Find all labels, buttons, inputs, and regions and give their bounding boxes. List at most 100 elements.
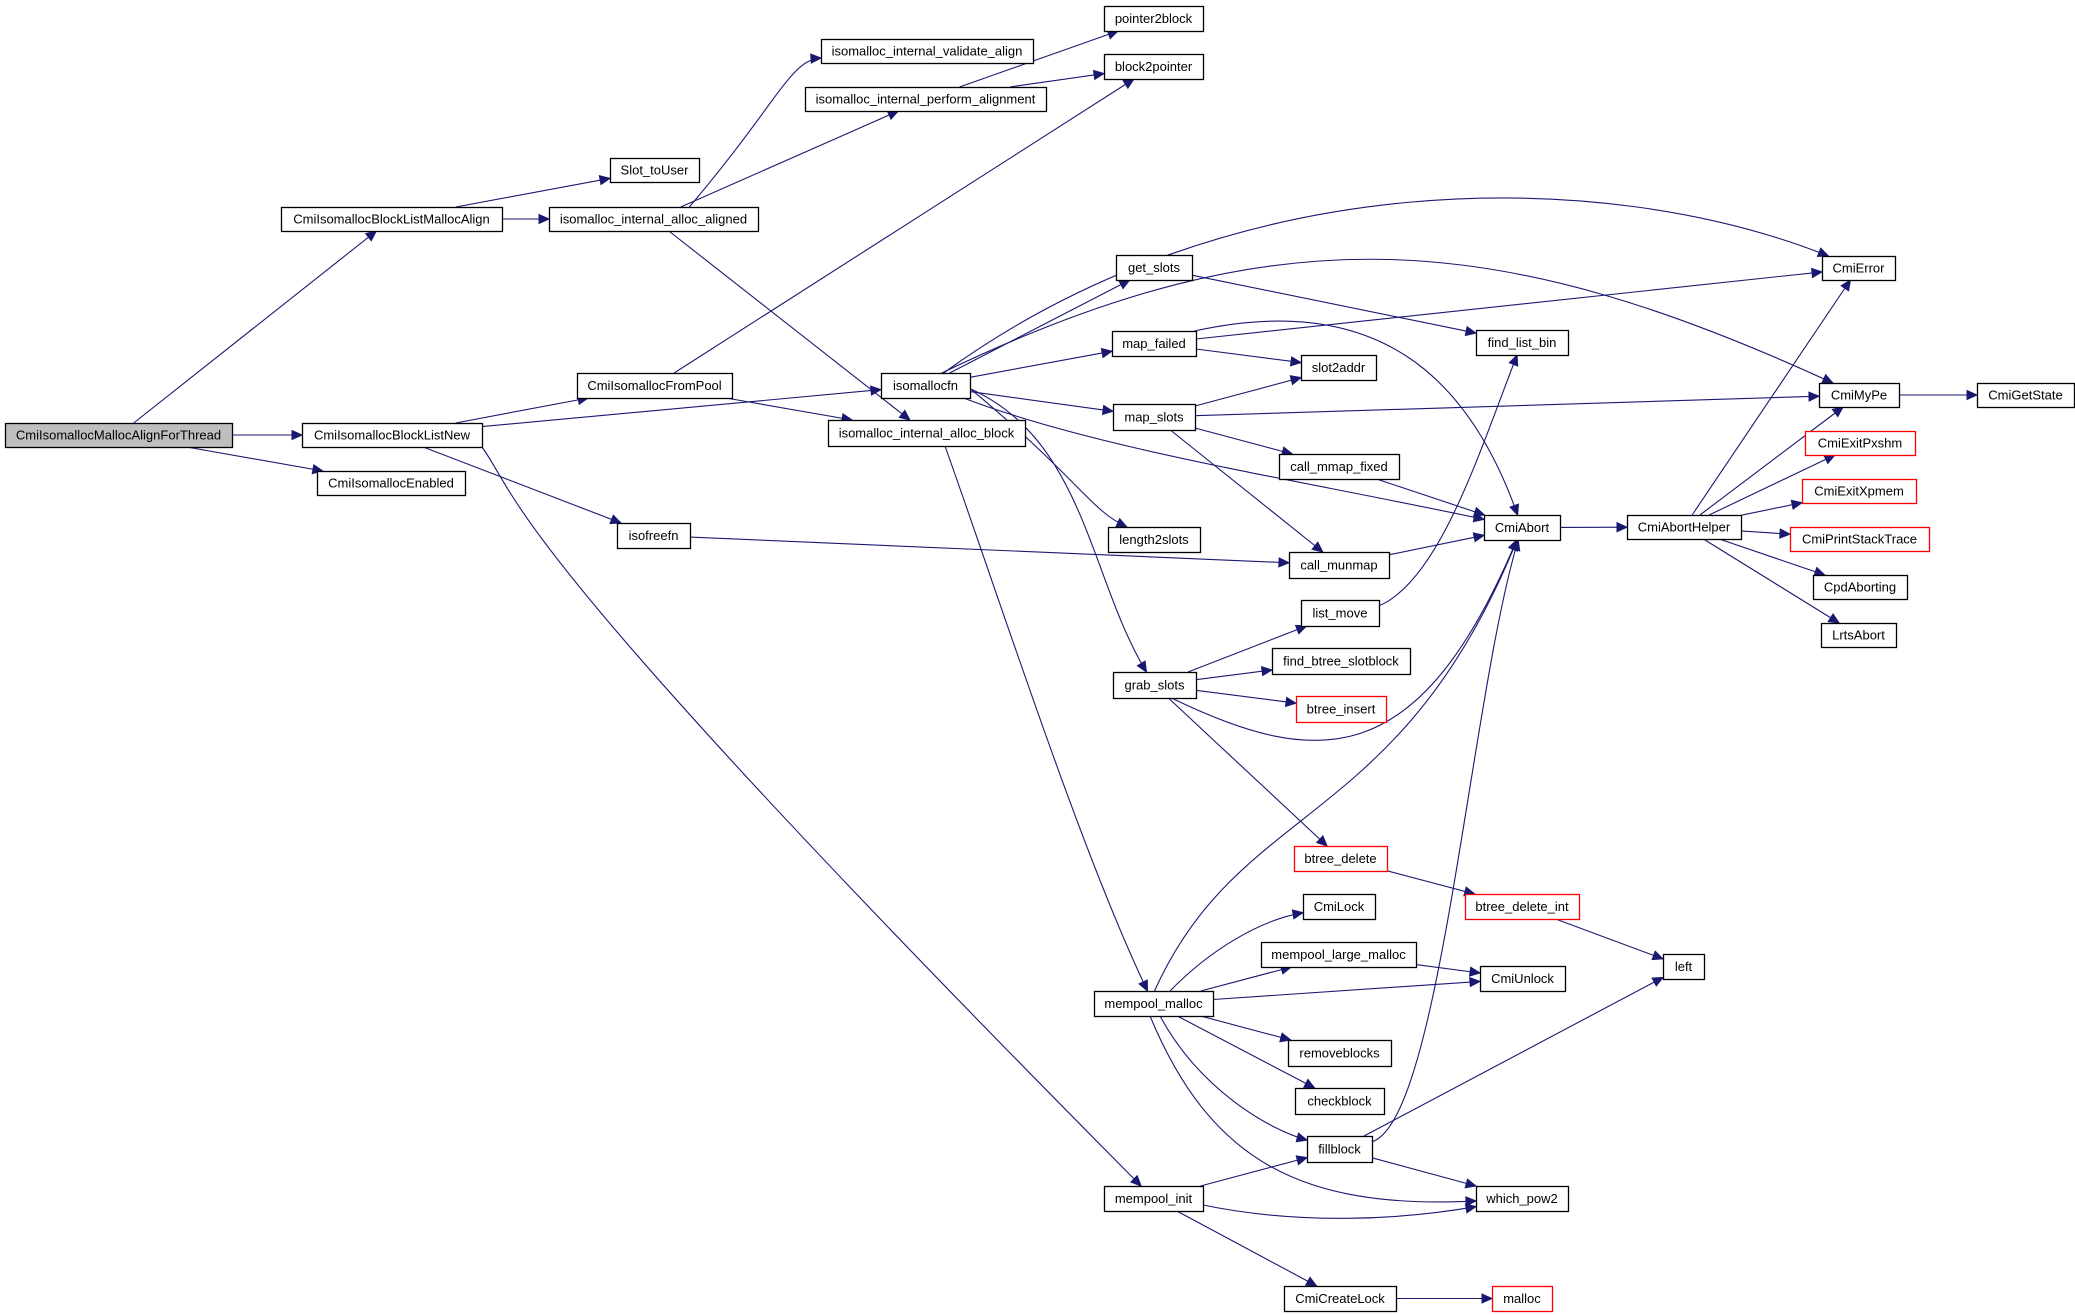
node-frompool[interactable]: CmiIsomallocFromPool bbox=[576, 372, 734, 400]
node-cmicreatelock[interactable]: CmiCreateLock bbox=[1283, 1285, 1398, 1313]
node-box[interactable] bbox=[1475, 1185, 1570, 1213]
node-box[interactable] bbox=[827, 419, 1027, 448]
node-isomallocfn[interactable]: isomallocfn bbox=[880, 372, 972, 400]
node-box[interactable] bbox=[280, 206, 504, 233]
node-blmalign[interactable]: CmiIsomallocBlockListMallocAlign bbox=[280, 206, 504, 233]
node-mempool-malloc[interactable]: mempool_malloc bbox=[1093, 990, 1215, 1018]
node-box[interactable] bbox=[548, 206, 760, 233]
node-length2slots[interactable]: length2slots bbox=[1107, 526, 1202, 554]
node-box[interactable] bbox=[1103, 53, 1205, 81]
node-box[interactable] bbox=[1283, 1285, 1398, 1313]
node-cmierror[interactable]: CmiError bbox=[1821, 255, 1897, 282]
node-validate-align[interactable]: isomalloc_internal_validate_align bbox=[820, 38, 1035, 65]
node-box[interactable] bbox=[4, 422, 234, 449]
node-lrtsabort[interactable]: LrtsAbort bbox=[1820, 622, 1898, 649]
node-box[interactable] bbox=[1271, 647, 1412, 676]
node-alloc-aligned[interactable]: isomalloc_internal_alloc_aligned bbox=[548, 206, 760, 233]
node-box[interactable] bbox=[1801, 478, 1918, 505]
node-enabled[interactable]: CmiIsomallocEnabled bbox=[316, 470, 467, 497]
node-checkblock[interactable]: checkblock bbox=[1294, 1087, 1386, 1116]
node-list-move[interactable]: list_move bbox=[1300, 599, 1381, 628]
node-printstack[interactable]: CmiPrintStackTrace bbox=[1789, 526, 1931, 553]
node-mempool-init[interactable]: mempool_init bbox=[1103, 1185, 1205, 1213]
node-slot2addr[interactable]: slot2addr bbox=[1300, 354, 1378, 382]
node-btree-delete[interactable]: btree_delete bbox=[1293, 845, 1389, 873]
node-box[interactable] bbox=[1278, 453, 1401, 481]
node-call-munmap[interactable]: call_munmap bbox=[1288, 551, 1391, 580]
node-fillblock[interactable]: fillblock bbox=[1306, 1135, 1374, 1164]
node-get-slots[interactable]: get_slots bbox=[1115, 254, 1194, 282]
node-btree-delete-int[interactable]: btree_delete_int bbox=[1464, 893, 1581, 921]
node-box[interactable] bbox=[880, 372, 972, 400]
node-find-list-bin[interactable]: find_list_bin bbox=[1475, 329, 1570, 357]
node-box[interactable] bbox=[301, 422, 484, 449]
node-map-slots[interactable]: map_slots bbox=[1112, 403, 1197, 432]
node-box[interactable] bbox=[1976, 382, 2075, 409]
node-exitxpmem[interactable]: CmiExitXpmem bbox=[1801, 478, 1918, 505]
node-cpdaborting[interactable]: CpdAborting bbox=[1812, 574, 1909, 601]
node-cmimype[interactable]: CmiMyPe bbox=[1818, 382, 1901, 409]
node-box[interactable] bbox=[1295, 695, 1388, 724]
node-box[interactable] bbox=[1483, 514, 1562, 542]
node-box[interactable] bbox=[1103, 1185, 1205, 1213]
node-box[interactable] bbox=[1491, 1285, 1554, 1313]
node-pointer2block[interactable]: pointer2block bbox=[1103, 5, 1205, 33]
node-perform-alignment[interactable]: isomalloc_internal_perform_alignment bbox=[804, 86, 1048, 113]
node-alloc-block[interactable]: isomalloc_internal_alloc_block bbox=[827, 419, 1027, 448]
node-box[interactable] bbox=[1464, 893, 1581, 921]
node-btree-insert[interactable]: btree_insert bbox=[1295, 695, 1388, 724]
node-left[interactable]: left bbox=[1662, 953, 1706, 981]
node-box[interactable] bbox=[1812, 574, 1909, 601]
node-box[interactable] bbox=[1804, 430, 1917, 457]
node-cmigetstate[interactable]: CmiGetState bbox=[1976, 382, 2075, 409]
node-cmiaborthelper[interactable]: CmiAbortHelper bbox=[1626, 514, 1743, 541]
node-box[interactable] bbox=[1821, 255, 1897, 282]
node-box[interactable] bbox=[1093, 990, 1215, 1018]
node-box[interactable] bbox=[1306, 1135, 1374, 1164]
node-box[interactable] bbox=[1300, 599, 1381, 628]
node-box[interactable] bbox=[820, 38, 1035, 65]
node-box[interactable] bbox=[1293, 845, 1389, 873]
node-malloc[interactable]: malloc bbox=[1491, 1285, 1554, 1313]
node-box[interactable] bbox=[316, 470, 467, 497]
node-exitpxshm[interactable]: CmiExitPxshm bbox=[1804, 430, 1917, 457]
node-box[interactable] bbox=[1287, 1039, 1393, 1068]
node-box[interactable] bbox=[1662, 953, 1706, 981]
node-box[interactable] bbox=[1789, 526, 1931, 553]
node-box[interactable] bbox=[1288, 551, 1391, 580]
node-box[interactable] bbox=[609, 157, 701, 184]
node-box[interactable] bbox=[1818, 382, 1901, 409]
node-cmilock[interactable]: CmiLock bbox=[1302, 893, 1377, 921]
node-removeblocks[interactable]: removeblocks bbox=[1287, 1039, 1393, 1068]
node-grab-slots[interactable]: grab_slots bbox=[1112, 671, 1198, 700]
node-box[interactable] bbox=[1103, 5, 1205, 33]
node-box[interactable] bbox=[804, 86, 1048, 113]
node-box[interactable] bbox=[1115, 254, 1194, 282]
node-box[interactable] bbox=[1300, 354, 1378, 382]
node-box[interactable] bbox=[576, 372, 734, 400]
node-box[interactable] bbox=[1475, 329, 1570, 357]
node-box[interactable] bbox=[1111, 330, 1198, 358]
node-cmiunlock[interactable]: CmiUnlock bbox=[1479, 965, 1567, 993]
node-box[interactable] bbox=[1112, 671, 1198, 700]
node-map-failed[interactable]: map_failed bbox=[1111, 330, 1198, 358]
node-slot-touser[interactable]: Slot_toUser bbox=[609, 157, 701, 184]
node-box[interactable] bbox=[1294, 1087, 1386, 1116]
node-which-pow2[interactable]: which_pow2 bbox=[1475, 1185, 1570, 1213]
node-box[interactable] bbox=[1107, 526, 1202, 554]
node-call-mmap-fixed[interactable]: call_mmap_fixed bbox=[1278, 453, 1401, 481]
node-root[interactable]: CmiIsomallocMallocAlignForThread bbox=[4, 422, 234, 449]
node-mempool-large-malloc[interactable]: mempool_large_malloc bbox=[1260, 941, 1418, 969]
node-box[interactable] bbox=[1820, 622, 1898, 649]
node-isofreefn[interactable]: isofreefn bbox=[616, 522, 692, 550]
node-blnew[interactable]: CmiIsomallocBlockListNew bbox=[301, 422, 484, 449]
node-box[interactable] bbox=[1302, 893, 1377, 921]
node-box[interactable] bbox=[1626, 514, 1743, 541]
node-box[interactable] bbox=[1479, 965, 1567, 993]
node-block2pointer[interactable]: block2pointer bbox=[1103, 53, 1205, 81]
node-find-btree[interactable]: find_btree_slotblock bbox=[1271, 647, 1412, 676]
node-box[interactable] bbox=[1260, 941, 1418, 969]
node-cmiabort[interactable]: CmiAbort bbox=[1483, 514, 1562, 542]
node-box[interactable] bbox=[1112, 403, 1197, 432]
node-box[interactable] bbox=[616, 522, 692, 550]
